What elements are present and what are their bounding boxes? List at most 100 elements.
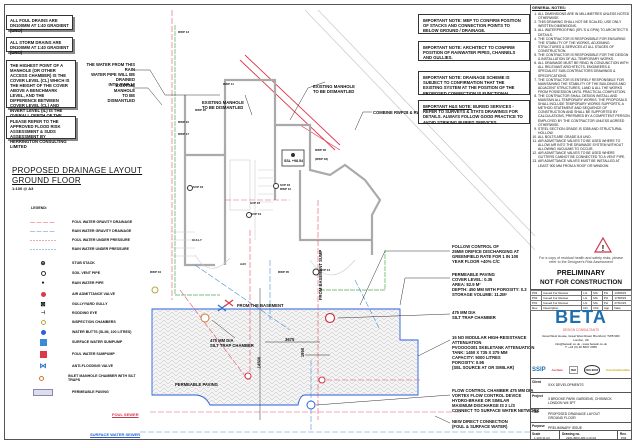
plan-label: RWP 20 (195, 108, 207, 112)
project-field: Project 3 BROOKE PARK GARDENS, CHISWICK L… (530, 392, 632, 408)
revision-cell: Rev. (529, 305, 543, 311)
inspection-chamber-icon (244, 372, 252, 380)
client-value: XXX DEVELOPMENTS (548, 383, 584, 387)
company-tagline: DESIGN CONSULTANTS (562, 328, 600, 332)
general-notes-heading: GENERAL NOTES: (532, 6, 566, 10)
legend-item: ⊕STUB STACK (28, 259, 138, 267)
rain-water-pipe-icon: ● (41, 280, 45, 286)
plan-label: SVP 01 (320, 268, 331, 272)
note-lead: IMPORTANT H&S NOTE: (423, 104, 472, 109)
general-note-item: All dimensions are in millimetres unless… (538, 12, 630, 20)
annotation-new-connection: NEW DIRECT CONNECTION (FOUL & SURFACE WA… (452, 419, 508, 429)
plan-label: SVP 02 (280, 183, 291, 187)
rev-value: P03 (621, 436, 627, 440)
legend-item: AIR ADMITTANCE VALVE (28, 290, 138, 298)
iso-logo: ISO (568, 365, 578, 374)
silt-trap-chamber-icon (324, 312, 336, 324)
stub-stack-icon: ⊕ (40, 260, 46, 267)
status-preliminary: PRELIMINARY (557, 270, 605, 277)
legend-label: AIR ADMITTANCE VALVE (72, 292, 115, 296)
important-note-hs: IMPORTANT H&S NOTE: Buried services - re… (418, 100, 530, 125)
legend-heading: LEGEND: (31, 206, 48, 210)
legend-label: PERMEABLE PAVING (72, 390, 109, 394)
plan-label: SVP 03 (193, 185, 204, 189)
permeable-paving-icon (28, 388, 58, 396)
drawing-frame (4, 4, 632, 440)
legend-label: WATER BUTTS (SLIM, 100 LITRES) (72, 330, 132, 334)
panel-divider (530, 4, 531, 440)
general-note-item: This drawing shall not be scaled, use on… (538, 20, 630, 28)
inspection-chamber-icon (151, 286, 159, 294)
legend-item: FOUL WATER GRAVITY DRAINAGE (28, 218, 138, 226)
annotation-silt-trap-chamber: 475 mm DIA SILT TRAP CHAMBER (452, 310, 496, 320)
rain-pressure-line-icon (28, 248, 58, 251)
company-address: Great West House, Great West Road, Brent… (530, 334, 632, 350)
soil-vent-pipe-icon (28, 270, 58, 276)
general-note-item: All drainage must be read in conjunction… (538, 61, 630, 77)
general-note-item: The contractor is responsible for the de… (538, 53, 630, 61)
annotation-from-basement-sump: FROM BASEMENT SUMP (318, 249, 323, 300)
annotation-flow-control: FLOW CONTROL CHAMBER 475 mm DIA VORTEX F… (452, 388, 540, 413)
annotation-existing-manhole: EXISTING MANHOLE TO BE DISMANTLED (313, 84, 355, 94)
note-lead: IMPORTANT NOTE: (423, 18, 462, 23)
plan-label: SVP 02 (250, 201, 261, 205)
legend-label: RAIN WATER UNDER PRESSURE (72, 247, 130, 251)
air-admittance-valve-icon (28, 291, 58, 297)
accreditation-logos: SSIP Acclaim ISO ISO 9001 Constructionli… (532, 361, 630, 378)
ssl-marker (281, 149, 305, 167)
constructionline-logo: Constructionline (606, 367, 630, 372)
note-foul-drains: All foul drains are DN100mm at 1:40 grad… (6, 15, 73, 33)
title-value: PROPOSED DRAINAGE LAYOUT GROUND FLOOR (548, 412, 601, 420)
foul-sewer-label: FOUL SEWER (112, 412, 139, 417)
rev-label: Rev. (620, 432, 627, 436)
legend-label: RAIN WATER PIPE (72, 281, 104, 285)
note-lead: IMPORTANT NOTE: (423, 45, 462, 50)
plan-label: SVP 04 (251, 212, 262, 216)
project-label: Project (532, 394, 543, 398)
property-boundary (174, 25, 386, 296)
plan-label: RWP 12 (280, 187, 292, 191)
company-phone: T: +44 (0) 20 8607 2956 (565, 345, 597, 350)
note-lead: IMPORTANT NOTE: (423, 75, 462, 80)
legend-item: WATER BUTTS (SLIM, 100 LITRES) (28, 328, 138, 336)
legend-item: ● RAIN WATER PIPE (28, 279, 138, 287)
legend-item: ⊣RODDING EYE (28, 309, 138, 317)
legend-label: RODDING EYE (72, 311, 98, 315)
annotation-existing-manhole: EXISTING MANHOLE TO BE DISMANTLED (107, 83, 135, 103)
rev-cell: Rev.P03 (618, 431, 632, 440)
foul-gravity-line-icon (28, 221, 58, 224)
plan-label: RWP 17 (178, 132, 190, 136)
note-text: Buried services - refer to surveys & sta… (423, 104, 523, 125)
general-note-item: All waterproofing (SFL's & GPW) to archi… (538, 28, 630, 36)
legend-item: RAIN WATER UNDER PRESSURE (28, 245, 138, 253)
general-note-item: The contractor is responsible for ensuri… (538, 37, 630, 53)
dimension-14500: 14500 (256, 356, 262, 369)
anti-flooding-valve-icon: ⋈ (39, 363, 47, 370)
foul-water-sump-icon (28, 350, 58, 358)
plan-label: RWP 04 (150, 270, 162, 274)
revision-cell: Date (612, 305, 632, 311)
legend-label: SURFACE WATER SUMPUMP (72, 340, 123, 344)
address-city: London, UK (573, 337, 589, 342)
annotation-existing-manhole: EXISTING MANHOLE TO BE DISMANTLED (202, 100, 244, 110)
legend-label: INLET MANHOLE CHAMBER WITH SILT TRAPS (68, 374, 136, 382)
legend-item: INLET MANHOLE CHAMBER WITH SILT TRAPS (28, 374, 138, 382)
drawing-no-cell: Drawing no.2301-BDC-DR-C-0101 (560, 431, 618, 440)
plan-label: RWP 11 (223, 82, 234, 86)
svg-text:!: ! (602, 244, 605, 253)
note-text: Architect to confirm position of rainwat… (423, 45, 516, 61)
general-note-item: Air admittance valves must be installed … (538, 159, 630, 167)
plan-label: RWP 06 (315, 148, 327, 152)
inspection-chamber-icon (28, 319, 58, 325)
project-value: 3 BROOKE PARK GARDENS, CHISWICK LONDON W… (548, 397, 612, 405)
important-note-architect: IMPORTANT NOTE: Architect to confirm pos… (418, 41, 530, 61)
water-butt-icon (28, 329, 58, 335)
general-note-item: The contractor shall design install and … (538, 94, 630, 127)
svp-icon (246, 212, 252, 218)
warning-triangle-icon: ! (593, 236, 613, 253)
